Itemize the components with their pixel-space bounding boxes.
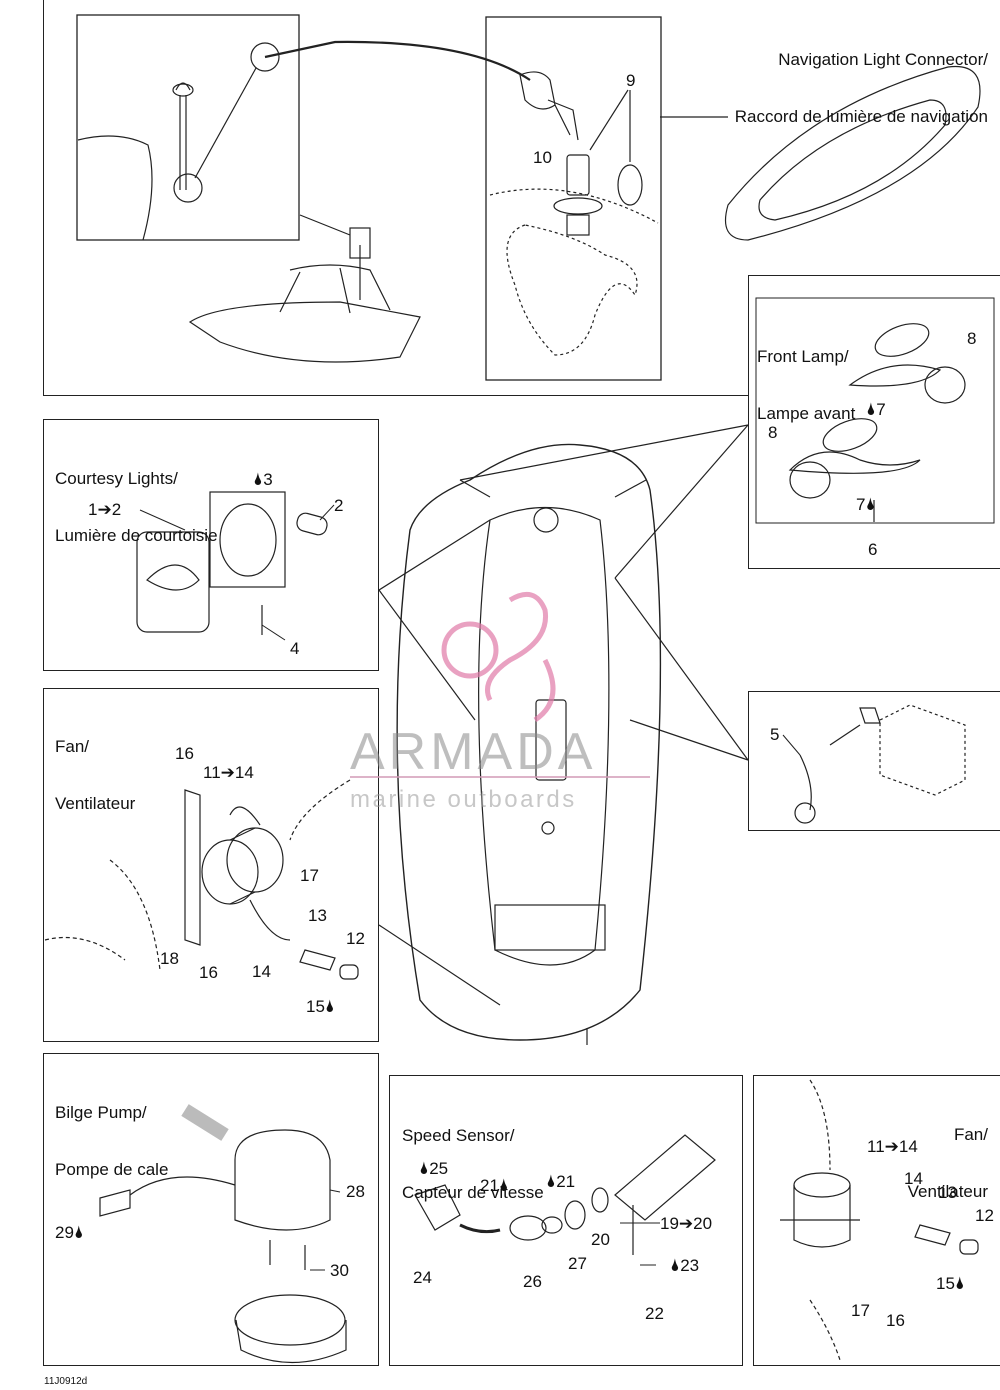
fan-right-title-line1: Fan/ (953, 1125, 988, 1144)
callout-16-right: 16 (886, 1311, 905, 1330)
callout-13-right: 13 (938, 1183, 957, 1202)
drop-icon: 🌢 (865, 495, 876, 514)
callout-4: 4 (290, 639, 300, 658)
courtesy-title-line2: Lumière de courtoisie (55, 526, 218, 545)
drop-icon: 🌢 (670, 1256, 681, 1275)
drop-icon: 🌢 (73, 1223, 85, 1242)
callout-21b: 🌢21 (546, 1173, 575, 1191)
speed-title-line1: Speed Sensor/ (402, 1126, 515, 1145)
panel-bilge-pump (43, 1053, 379, 1366)
callout-18: 18 (160, 949, 179, 968)
callout-7b-label: 7 (856, 495, 866, 514)
panel-pump-detail (748, 691, 1000, 831)
front-lamp-title: Front Lamp/ Lampe avant (757, 309, 855, 442)
callout-9: 9 (626, 71, 636, 90)
callout-15-left: 15🌢 (306, 998, 335, 1016)
callout-25: 🌢25 (419, 1160, 448, 1178)
callout-15-right: 15🌢 (936, 1275, 965, 1293)
courtesy-title: Courtesy Lights/ Lumière de courtoisie (55, 431, 218, 564)
callout-29: 29🌢 (55, 1224, 84, 1242)
callout-16a: 16 (175, 744, 194, 763)
callout-25-label: 25 (429, 1159, 449, 1178)
callout-21a: 21🌢 (480, 1177, 509, 1195)
callout-15-right-label: 15 (936, 1274, 955, 1293)
callout-14-left: 14 (252, 962, 271, 981)
drop-icon: 🌢 (546, 1172, 557, 1191)
front-lamp-title-line2: Lampe avant (757, 404, 856, 423)
panel-fan-left (43, 688, 379, 1042)
callout-3-label: 3 (263, 470, 273, 489)
callout-10: 10 (533, 148, 552, 167)
callout-3: 🌢3 (253, 471, 273, 489)
figure-code: 11J0912d (44, 1376, 88, 1387)
courtesy-title-line1: Courtesy Lights/ (55, 469, 178, 488)
callout-22: 22 (645, 1304, 664, 1323)
drop-icon: 🌢 (324, 997, 336, 1016)
drop-icon: 🌢 (419, 1159, 430, 1178)
bilge-title-line2: Pompe de cale (55, 1160, 169, 1179)
callout-12-right: 12 (975, 1206, 994, 1225)
fan-right-title-line2: Ventilateur (907, 1182, 988, 1201)
fan-left-title: Fan/ Ventilateur (55, 699, 135, 832)
callout-26: 26 (523, 1272, 542, 1291)
callout-23-label: 23 (680, 1256, 700, 1275)
nav-title: Navigation Light Connector/ Raccord de l… (735, 12, 988, 145)
callout-11to14-left: 11➔14 (203, 763, 254, 782)
fan-left-title-line1: Fan/ (55, 737, 90, 756)
fan-left-title-line2: Ventilateur (55, 794, 136, 813)
callout-5: 5 (770, 725, 780, 744)
callout-24: 24 (413, 1268, 432, 1287)
callout-16b: 16 (199, 963, 218, 982)
callout-1to2: 1➔2 (88, 500, 122, 519)
callout-17-right: 17 (851, 1301, 870, 1320)
bilge-title: Bilge Pump/ Pompe de cale (55, 1065, 168, 1198)
callout-11to14-right: 11➔14 (867, 1137, 918, 1156)
callout-15-left-label: 15 (306, 997, 325, 1016)
speed-title-line2: Capteur de vitesse (402, 1183, 544, 1202)
watermark-tagline: marine outboards (350, 786, 577, 813)
callout-8b: 8 (768, 423, 778, 442)
callout-21b-label: 21 (556, 1172, 576, 1191)
callout-23: 🌢23 (670, 1257, 699, 1275)
speed-title: Speed Sensor/ Capteur de vitesse (402, 1088, 544, 1221)
front-lamp-title-line1: Front Lamp/ (757, 347, 849, 366)
callout-17-left: 17 (300, 866, 319, 885)
drop-icon: 🌢 (253, 470, 264, 489)
callout-6: 6 (868, 540, 878, 559)
callout-28: 28 (346, 1182, 365, 1201)
callout-19to20: 19➔20 (660, 1214, 713, 1233)
callout-21a-label: 21 (480, 1176, 499, 1195)
callout-20: 20 (591, 1230, 610, 1249)
drop-icon: 🌢 (498, 1176, 510, 1195)
watermark-brand: ARMADA (350, 723, 597, 781)
callout-29-label: 29 (55, 1223, 74, 1242)
drop-icon: 🌢 (954, 1274, 966, 1293)
callout-14-right: 14 (904, 1169, 923, 1188)
callout-27: 27 (568, 1254, 587, 1273)
callout-7a: 🌢7 (866, 401, 886, 419)
panel-courtesy-lights (43, 419, 379, 671)
drop-icon: 🌢 (866, 400, 877, 419)
callout-8a: 8 (967, 329, 977, 348)
nav-title-line2: Raccord de lumière de navigation (734, 107, 988, 126)
bilge-title-line1: Bilge Pump/ (55, 1103, 147, 1122)
callout-7a-label: 7 (876, 400, 886, 419)
callout-2: 2 (334, 496, 344, 515)
callout-13-left: 13 (308, 906, 327, 925)
callout-7b: 7🌢 (856, 496, 876, 514)
nav-title-line1: Navigation Light Connector/ (778, 50, 988, 69)
callout-12-left: 12 (346, 929, 365, 948)
callout-30: 30 (330, 1261, 349, 1280)
fan-right-title: Fan/ Ventilateur (908, 1087, 988, 1220)
